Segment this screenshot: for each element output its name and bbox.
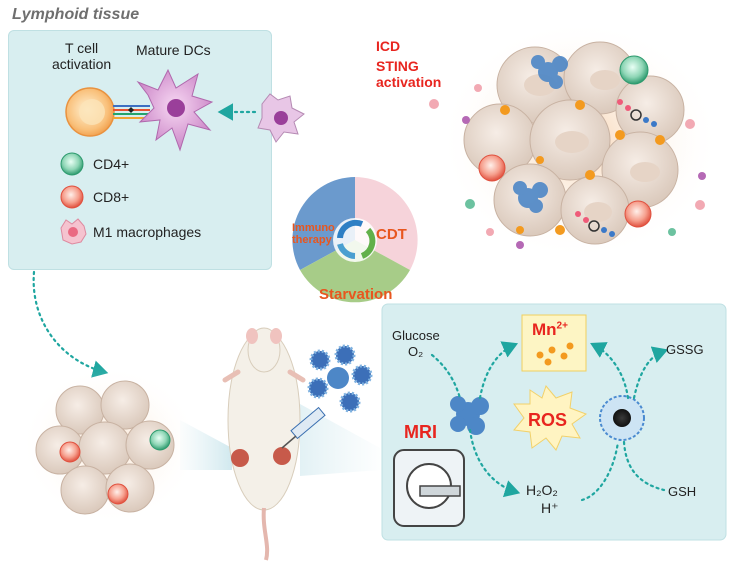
m1-macrophage-legend-icon [60,218,87,245]
tumor-cd8-cell [478,154,506,182]
sting-agonist-molecule-icon [575,99,657,237]
tumor-cd4-cell [619,55,649,85]
small-tumor-cd8-cell [59,441,81,463]
h2o2-label: H₂O₂ [526,482,558,498]
o2-label: O₂ [408,344,424,359]
tumor-scattered-dots [429,84,706,249]
sting-activation-label: STING activation [376,58,441,90]
icd-label: ICD [376,38,401,54]
cdt-label: CDT [376,226,407,243]
sting-label-line2: activation [376,74,442,90]
gssg-label: GSSG [666,342,704,357]
synapse-lines [113,105,150,119]
syringe-icon [281,406,326,449]
t-cell [65,87,115,137]
dendritic-nanoparticle-icon [599,395,645,441]
lymphoid-title: Lymphoid tissue [12,6,140,23]
ros-burst-icon [513,384,588,451]
mn-text: Mn [532,320,557,339]
mri-scanner-icon [393,449,465,527]
mn-charge: 2+ [556,320,568,332]
therapy-cycle-wheel [292,177,418,303]
beam-right [300,404,380,476]
ros-label: ROS [528,410,568,430]
small-tumor-cd8-cell-2 [107,483,129,505]
mature-dcs-label: Mature DCs [136,42,211,58]
mn-ion-dots [500,100,665,235]
t-cell-label-line1: T cell [64,40,99,56]
immature-dc-cell [257,93,305,143]
nanoparticle-cluster-icon [513,55,568,213]
tumor-mass-large [463,41,685,245]
beam-left [180,420,232,470]
immunotherapy-label: Immuno therapy [292,222,335,246]
lymphoid-to-tumor-arrow [32,270,109,378]
immuno-line1: Immuno [292,222,335,234]
sting-label-line1: STING [376,58,419,74]
starvation-label: Starvation [319,286,393,303]
cd4-legend-label: CD4+ [93,156,130,172]
t-cell-activation-label: T cell activation [52,40,111,72]
cd8-legend-label: CD8+ [93,189,130,205]
cd4-legend-icon [60,152,84,176]
cd8-legend-icon [60,185,84,209]
t-cell-label-line2: activation [52,56,112,72]
immuno-line2: therapy [292,234,332,246]
mn-box [521,314,587,372]
mouse-icon [222,327,306,561]
mechanism-arrows [430,341,669,502]
h-plus-label: H⁺ [541,500,559,516]
tumor-cd8-cell-2 [624,200,652,228]
gsh-label: GSH [668,484,697,499]
mn-label: Mn2+ [532,320,568,340]
mri-label: MRI [404,422,437,442]
small-tumor-cd4-cell [149,429,171,451]
mature-dc-cell [136,68,214,152]
glucose-label: Glucose [392,328,440,343]
nanoparticle-group-icon [307,344,373,413]
mn-ion-icon [536,342,574,366]
lymphoid-panel [8,30,272,270]
m1-macrophage-legend-label: M1 macrophages [93,224,202,240]
mn-nanoparticle-icon [450,396,489,435]
